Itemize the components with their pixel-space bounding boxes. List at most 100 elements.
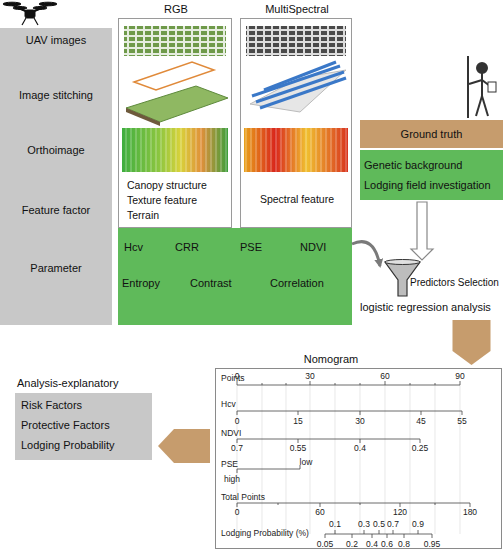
- nomogram-label: 0.7: [387, 518, 399, 530]
- multispectral-panel: MultiSpectralSpectral feature: [240, 18, 352, 228]
- nomogram-label: 90: [455, 370, 464, 382]
- person-leg: [476, 96, 482, 116]
- nomogram-label: Hcv: [221, 398, 236, 410]
- node-text: Texture feature: [127, 193, 233, 207]
- rgb-camera-plane: [134, 62, 214, 90]
- nomogram-label: 0.4: [354, 442, 366, 454]
- nomogram-label: 0: [235, 415, 240, 427]
- nomogram-label: 60: [380, 370, 389, 382]
- node-text: Entropy: [122, 276, 192, 290]
- node-text: Lodging Probability: [21, 438, 149, 452]
- nomogram-label: 0.9: [412, 518, 424, 530]
- rgb-panel: RGBCanopy structureTexture featureTerrai…: [118, 18, 232, 228]
- node-text: Feature factor: [0, 203, 112, 217]
- survey-pole: [467, 56, 469, 118]
- node-text: Image stitching: [0, 88, 112, 102]
- nomogram-label: Total Points: [221, 491, 265, 503]
- clipboard: [488, 82, 496, 92]
- drone-leg: [22, 18, 26, 25]
- ms-track: [264, 62, 336, 90]
- person-arm: [469, 80, 482, 84]
- drone-rotor: [3, 2, 21, 6]
- analysis-box: Analysis-explanatoryRisk FactorsProtecti…: [15, 393, 152, 460]
- nomogram-label: 0.05: [317, 538, 334, 550]
- hollow-arrow: [411, 202, 433, 260]
- parameter-band: HcvCRRPSENDVIEntropyContrastCorrelation: [118, 228, 352, 325]
- ms-track: [252, 66, 340, 96]
- nomogram-label: 15: [293, 415, 302, 427]
- nomogram-label: NDVI: [221, 427, 241, 439]
- person-body: [481, 73, 483, 96]
- node-text: Protective Factors: [21, 418, 149, 432]
- person-leg: [482, 96, 488, 116]
- nomogram-label: PSE: [221, 458, 238, 470]
- curved-arrow: [352, 242, 380, 266]
- nomogram-label: 0.3: [358, 518, 370, 530]
- node-text: Canopy structure: [127, 178, 233, 192]
- drone-leg: [34, 18, 38, 25]
- nomogram-label: 120: [393, 506, 407, 518]
- funnel-rim: [385, 260, 420, 265]
- node-text: Analysis-explanatory: [17, 376, 152, 390]
- nomogram-label: 0.95: [424, 538, 441, 550]
- person-head: [477, 63, 487, 73]
- node-text: Nomogram: [276, 352, 386, 366]
- nomogram-label: 0: [235, 370, 240, 382]
- person-icon: [468, 56, 496, 118]
- drone-body: [25, 10, 35, 18]
- node-text: Spectral feature: [241, 192, 353, 206]
- node-text: Terrain: [127, 208, 233, 222]
- nomogram-label: 180: [463, 506, 477, 518]
- drone-rotor: [13, 7, 27, 10]
- node-text: Hcv: [124, 240, 174, 254]
- nomogram-label: 30: [355, 415, 364, 427]
- drone-rotor: [33, 7, 47, 10]
- nomogram-label: 0.6: [381, 538, 393, 550]
- nomogram-label: 0: [235, 506, 240, 518]
- ground-truth-box: Ground truth: [360, 120, 503, 148]
- node-text: Correlation: [270, 276, 350, 290]
- node-text: RGB: [119, 2, 233, 16]
- rgb-orthoimage: [122, 128, 228, 172]
- nomogram-label: 0.25: [412, 442, 429, 454]
- ms-track: [260, 78, 346, 108]
- nomogram-label: high: [224, 473, 240, 485]
- node-text: PSE: [240, 240, 290, 254]
- nomogram-label: 0.55: [290, 442, 307, 454]
- ms-camera-tracks: [252, 62, 346, 108]
- rgb-image-tiles: [124, 26, 226, 56]
- node-text: Ground truth: [360, 127, 503, 141]
- drone-icon: [3, 2, 57, 25]
- node-text: Parameter: [0, 261, 112, 275]
- rgb-orthoimage-rows: [122, 128, 228, 172]
- ms-orthoimage-rows: [244, 128, 348, 172]
- nomogram-label: 60: [315, 506, 324, 518]
- nomogram-label: 0.2: [346, 538, 358, 550]
- nomogram-label: low: [300, 456, 313, 468]
- nomogram-label: Lodging Probability (%): [221, 527, 309, 539]
- nomogram-gridlines: [237, 385, 460, 534]
- node-text: Lodging field investigation: [364, 178, 503, 192]
- nomogram-label: 0.7: [231, 442, 243, 454]
- nomogram-label: 0.8: [398, 538, 410, 550]
- block-arrow: [453, 320, 491, 365]
- node-text: Predictors Selection: [410, 276, 503, 290]
- node-text: Genetic background: [364, 158, 503, 172]
- drone-rotor: [39, 2, 57, 6]
- ms-orthoimage: [244, 128, 348, 172]
- nomogram-axes: [237, 381, 470, 538]
- node-text: Contrast: [190, 276, 266, 290]
- node-text: logistic regression analysis: [360, 300, 503, 314]
- nomogram-label: 0.1: [329, 518, 341, 530]
- nomogram-label: Points: [221, 372, 245, 384]
- node-text: UAV images: [0, 33, 112, 47]
- nomogram-label: 30: [305, 370, 314, 382]
- node-text: MultiSpectral: [241, 2, 353, 16]
- node-text: Risk Factors: [21, 398, 149, 412]
- stage-column: UAV imagesImage stitchingOrthoimageFeatu…: [0, 28, 112, 325]
- ms-image-tiles: [246, 26, 346, 56]
- node-text: CRR: [175, 240, 235, 254]
- node-text: Orthoimage: [0, 143, 112, 157]
- predictor-funnel: Predictors Selection logistic regression …: [360, 256, 503, 318]
